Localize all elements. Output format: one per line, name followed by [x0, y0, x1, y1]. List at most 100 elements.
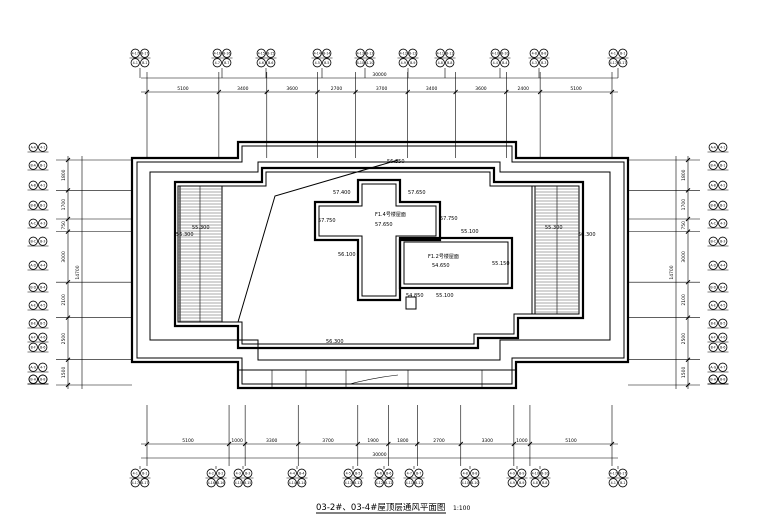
- axis-left-5-label: 4-3: [40, 222, 45, 226]
- axis-top-2-circle: [222, 58, 232, 68]
- axis-bottom-5-circle: [353, 478, 363, 488]
- dim-bottom-value: 3300: [266, 438, 278, 444]
- outer-parapet-inner: [136, 145, 625, 385]
- elev-e4-right: 55.300: [545, 225, 563, 231]
- lift-machine-room: [398, 236, 514, 290]
- elevation-labels: 56.350 57.400 57.650 57.750 57.750 F1.4号…: [176, 159, 596, 345]
- axis-left-7-label: 4-4: [40, 264, 45, 268]
- dim-top-tick: [453, 89, 458, 95]
- axis-bottom-8-circle: [460, 478, 470, 488]
- axis-right-9-label: 4-5: [720, 304, 725, 308]
- dim-bottom-value: 5100: [565, 438, 577, 444]
- dim-top-value: 2700: [331, 86, 343, 92]
- axis-bottom-1-label: 4-1: [133, 472, 138, 476]
- axis-bottom-5-label: 4-5: [346, 472, 351, 476]
- dim-bottom-tick: [527, 441, 533, 447]
- axis-bottom-2-label: 4-2: [209, 472, 214, 476]
- elev-ridge-left: 57.400: [333, 190, 351, 196]
- axis-bottom-11-label: B-1: [620, 481, 625, 485]
- axis-top-10-circle: [618, 58, 628, 68]
- axis-bottom-4-circle: [287, 468, 297, 478]
- dim-left-value: 1500: [61, 366, 67, 378]
- elev-e3: 56.100: [338, 252, 356, 258]
- elev-e2: 55.150: [492, 261, 510, 267]
- axis-top-5-label: B-13: [366, 52, 373, 56]
- axis-top-10-circle: [608, 58, 618, 68]
- drawing-title-block: 03-2#、03-4#屋顶层通风平面图 1:100: [316, 502, 470, 514]
- axis-right-2-circle: [718, 160, 728, 170]
- dim-right-tick: [685, 229, 691, 234]
- axis-bottom-10-circle: [530, 478, 540, 488]
- elev-stair-center: 57.650: [375, 222, 393, 228]
- axis-bottom-6-circle: [384, 478, 394, 488]
- axis-bottom-2-circle: [216, 478, 226, 488]
- axis-left-12-label: B-F: [31, 346, 36, 350]
- axis-bottom-9-circle: [517, 468, 527, 478]
- axis-top-1-circle: [140, 48, 150, 58]
- axis-right-9-circle: [718, 300, 728, 310]
- axis-bottom-11-circle: [608, 478, 618, 488]
- axis-top-8-label: B-10: [501, 52, 508, 56]
- canopy-dividers: [271, 370, 483, 388]
- axis-bottom-8-circle: [470, 468, 480, 478]
- axis-right-13-label: A-G: [710, 366, 716, 370]
- right-louvre-hatch: [534, 185, 580, 315]
- axis-right-13-label: 4-7: [720, 366, 725, 370]
- dim-bottom-tick: [144, 441, 150, 447]
- dim-bottom-value: 5100: [182, 438, 194, 444]
- axis-bottom-6-label: B-6: [386, 472, 391, 476]
- dim-bottom-tick: [609, 441, 615, 447]
- axis-left-8-label: B-D: [30, 286, 36, 290]
- axis-bottom-11-label: 4-1: [611, 481, 616, 485]
- dim-left-tick: [65, 187, 71, 193]
- axis-left-10-label: B-5: [40, 322, 45, 326]
- axis-top-6-label: 4-9: [401, 61, 406, 65]
- axis-right-11-label: A-F: [711, 336, 716, 340]
- dim-top-tick: [503, 89, 509, 95]
- axis-bottom-3-label: B-3: [245, 472, 250, 476]
- axis-right-6-label: B-C: [710, 240, 716, 244]
- axis-top-7-circle: [445, 48, 455, 58]
- stair-machine-room-inner: [318, 183, 437, 297]
- axis-top-4-label: 4-14: [314, 52, 321, 56]
- axis-left-6-label: B-3: [40, 240, 45, 244]
- axis-top-7-circle: [435, 48, 445, 58]
- axis-left-12-circle: [38, 342, 48, 352]
- axis-right-5-circle: [708, 218, 718, 228]
- axis-bottom-4-label: 4-4: [290, 472, 295, 476]
- axis-bottom-6-circle: [384, 468, 394, 478]
- axis-bottom-6-circle: [374, 468, 384, 478]
- dim-left-value: 1700: [61, 199, 67, 211]
- axis-right-2-label: B-A: [711, 164, 717, 168]
- axis-bottom-7-label: 4-7: [407, 472, 412, 476]
- axis-bottom-2-label: B-2: [218, 472, 223, 476]
- elev-e5: 54.850: [406, 293, 424, 299]
- axis-bottom-7-label: B-11: [415, 481, 422, 485]
- dim-top-tick: [609, 89, 615, 95]
- axis-right-1-label: 4-1: [720, 146, 725, 150]
- axis-left-6-circle: [28, 236, 38, 246]
- axis-top-3-label: 4-15: [258, 52, 265, 56]
- axis-left-2-circle: [28, 160, 38, 170]
- dim-top-tick: [353, 89, 358, 95]
- axis-left-9-label: A-E: [31, 304, 36, 308]
- axis-top-10-label: 4-1: [611, 52, 616, 56]
- axis-bottom-5-circle: [343, 468, 353, 478]
- axis-top-5-circle: [365, 48, 375, 58]
- axis-right-12-circle: [718, 342, 728, 352]
- axis-right-16-circle: [718, 374, 728, 384]
- axis-left-5-label: A-C: [31, 222, 37, 226]
- axis-top-3-label: B-6: [268, 61, 273, 65]
- axis-left-6-label: B-C: [30, 240, 36, 244]
- axis-right-6-label: B-3: [720, 240, 725, 244]
- axis-bottom-5-label: 4-13: [345, 481, 352, 485]
- axis-left-11-circle: [28, 332, 38, 342]
- axis-top-3-label: 4-6: [259, 61, 264, 65]
- axis-right-1-circle: [718, 142, 728, 152]
- elev-e4: 55.300: [192, 225, 210, 231]
- dim-left-tick: [65, 382, 71, 388]
- axis-top-9-circle: [529, 48, 539, 58]
- axis-bottom-1-circle: [130, 478, 140, 488]
- axis-top-7-label: B-8: [447, 61, 452, 65]
